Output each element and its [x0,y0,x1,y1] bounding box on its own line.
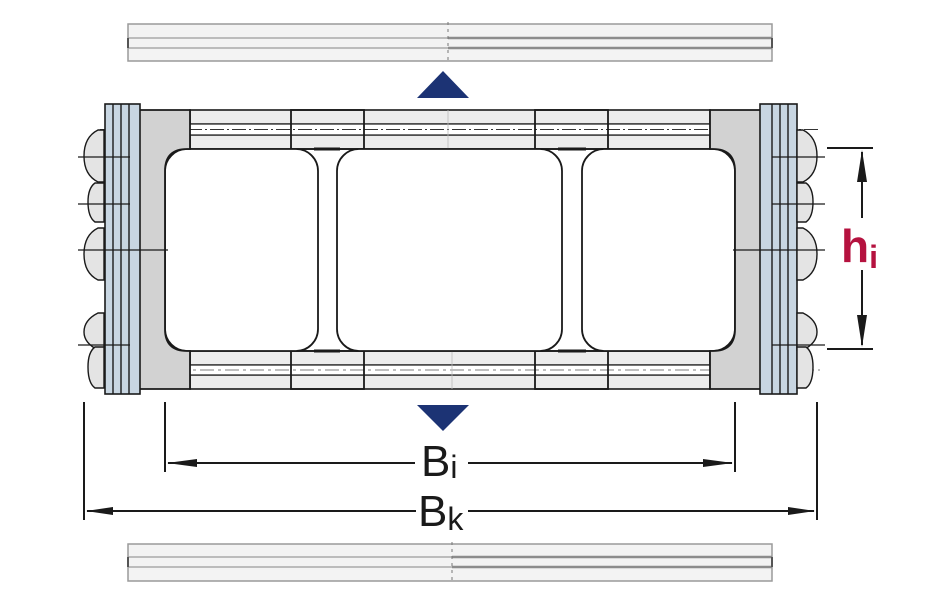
arrow-right-icon [788,507,815,515]
arrow-down-icon [857,315,867,347]
down-arrow-marker-icon [417,405,469,431]
inner-width-dimension: Bi [164,402,736,486]
inner-width-label: Bi [421,437,457,486]
compartment-right [581,148,736,352]
arrow-left-icon [167,459,197,467]
top-crossbar [100,109,820,150]
left-side-plate [78,103,191,395]
arrow-up-icon [857,150,867,182]
inner-height-dimension: hi [827,147,878,350]
arrow-right-icon [703,459,733,467]
compartment-left [164,148,319,352]
bottom-guide-rail [127,542,773,583]
up-arrow-marker-icon [417,71,469,98]
dividers [314,147,586,353]
arrow-left-icon [86,507,113,515]
compartment-center [336,148,563,352]
bottom-crossbar [100,350,820,390]
right-side-plate [709,103,825,395]
inner-height-label: hi [841,220,878,275]
outer-width-dimension: Bk [83,402,818,537]
outer-width-label: Bk [418,487,464,537]
interior-compartments [164,148,736,352]
top-guide-rail [127,22,773,63]
